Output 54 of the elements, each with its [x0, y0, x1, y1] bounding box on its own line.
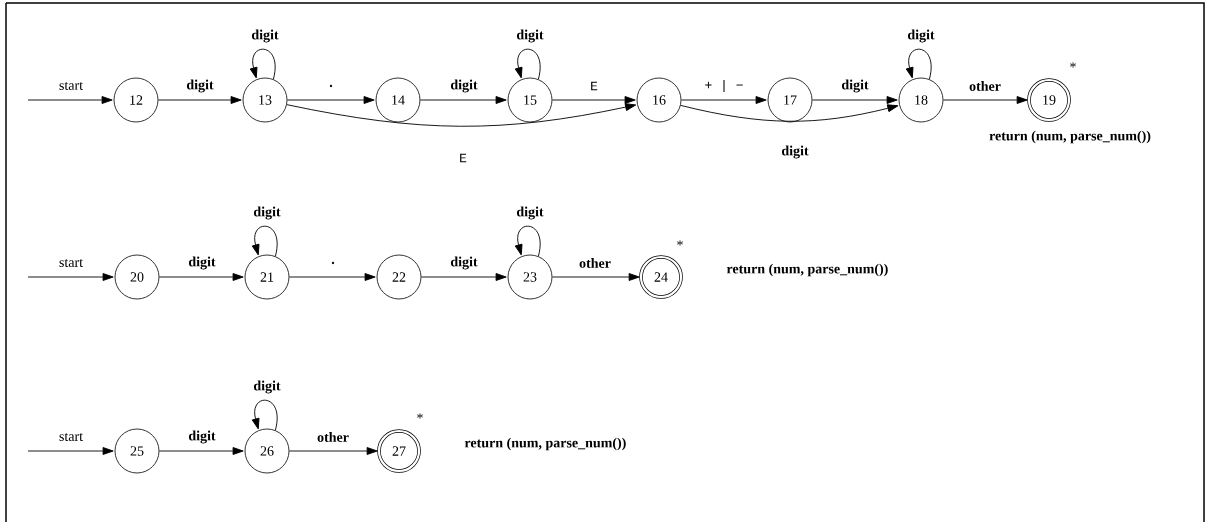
- edge-label: other: [969, 81, 1001, 91]
- edge-label: digit: [450, 79, 478, 93]
- return-action-text: return (num, parse_num()): [989, 130, 1151, 144]
- arrow: [286, 103, 637, 127]
- arrow: [286, 96, 375, 104]
- edge-label: digit: [907, 29, 935, 43]
- edge-label: E: [591, 81, 598, 91]
- edge-label: digit: [253, 206, 281, 220]
- arrow: [158, 273, 244, 281]
- edge-label: digit: [188, 430, 216, 444]
- start-arrow: [27, 447, 114, 455]
- arrow: [680, 104, 899, 122]
- arrow: [158, 447, 244, 455]
- edge-label: digit: [450, 256, 478, 270]
- arrow: [420, 273, 507, 281]
- edge-label: start: [59, 259, 83, 267]
- edge-label: E: [460, 153, 467, 163]
- arrow: [680, 96, 767, 104]
- edge-label: digit: [253, 380, 281, 394]
- accept-mark: *: [677, 240, 683, 246]
- edge-label: .: [329, 84, 333, 88]
- arrow: [288, 273, 376, 281]
- edge-label: start: [59, 433, 83, 441]
- loop-arrow: [905, 48, 932, 80]
- edge-label: + | −: [705, 79, 743, 93]
- accept-mark: *: [1070, 62, 1076, 68]
- loop-arrow: [251, 399, 278, 431]
- edge-label: digit: [186, 79, 214, 93]
- loop-arrow: [514, 48, 541, 80]
- return-action-text: return (num, parse_num()): [464, 437, 626, 451]
- edge-label: digit: [251, 29, 279, 43]
- edge-label: other: [579, 258, 611, 268]
- loop-arrow: [249, 48, 276, 80]
- start-arrow: [27, 96, 113, 104]
- edge-label: digit: [188, 256, 216, 270]
- edge-label: digit: [841, 79, 869, 93]
- edge-label: other: [317, 432, 349, 442]
- arrow: [288, 447, 378, 455]
- arrow: [419, 96, 507, 104]
- edge-label: .: [331, 261, 335, 265]
- arrow: [942, 96, 1028, 104]
- edge-label: digit: [516, 29, 544, 43]
- start-arrow: [27, 273, 114, 281]
- arrow: [157, 96, 242, 104]
- edge-label: digit: [781, 145, 809, 159]
- loop-arrow: [514, 225, 541, 257]
- arrow: [551, 96, 636, 104]
- arrow: [551, 273, 640, 281]
- edge-label: digit: [516, 206, 544, 220]
- arrow: [811, 96, 898, 104]
- loop-arrow: [251, 225, 278, 257]
- return-action-text: return (num, parse_num()): [726, 263, 888, 277]
- edge-label: start: [59, 82, 83, 90]
- accept-mark: *: [417, 413, 423, 419]
